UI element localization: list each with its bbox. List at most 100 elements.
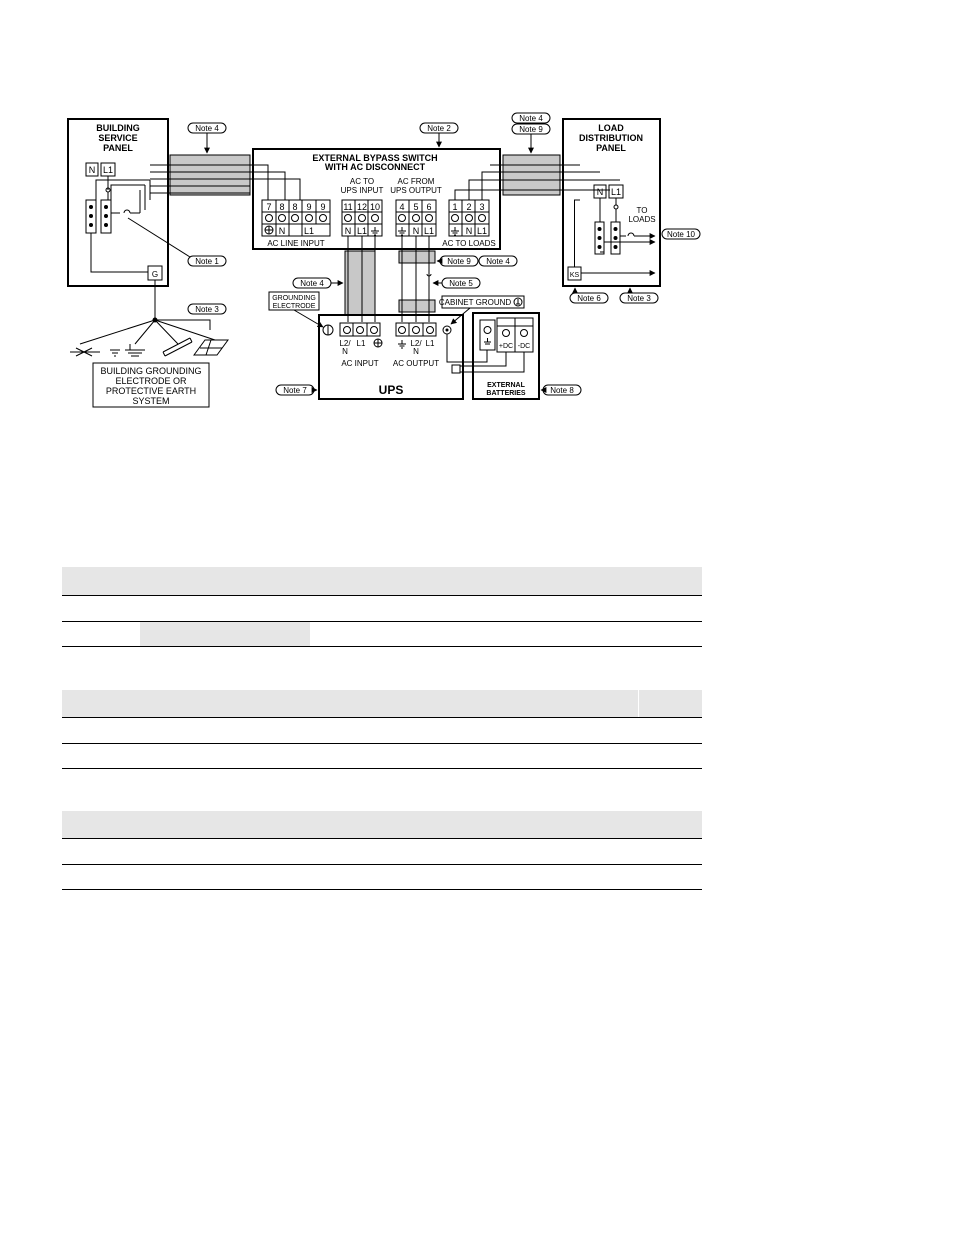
svg-text:8: 8 <box>292 202 297 212</box>
svg-text:L1: L1 <box>304 226 314 236</box>
svg-text:ELECTRODE OR: ELECTRODE OR <box>115 376 187 386</box>
svg-text:2: 2 <box>466 202 471 212</box>
svg-text:N: N <box>597 187 604 197</box>
conduit-3 <box>344 250 376 316</box>
building-service-panel: BUILDING SERVICE PANEL N L1 G <box>67 118 169 320</box>
ac-line-input-label: AC LINE INPUT <box>267 239 324 248</box>
svg-text:ELECTRODE: ELECTRODE <box>273 303 316 310</box>
svg-text:Note 9: Note 9 <box>447 257 471 266</box>
svg-text:Note 6: Note 6 <box>577 294 601 303</box>
svg-text:5: 5 <box>413 202 418 212</box>
table-1-row-2 <box>62 622 702 647</box>
svg-text:LOADS: LOADS <box>628 215 655 224</box>
svg-text:12: 12 <box>357 202 367 212</box>
svg-text:N: N <box>342 347 348 356</box>
svg-text:PANEL: PANEL <box>596 143 626 153</box>
svg-text:Note 4: Note 4 <box>486 257 510 266</box>
l1-bus-label: L1 <box>103 165 113 175</box>
svg-text:9: 9 <box>306 202 311 212</box>
ups-unit: L2/ N L1 AC INPUT L2/ N L1 AC OUTPUT UPS <box>318 314 464 400</box>
bypass-title-line1: EXTERNAL BYPASS SWITCH <box>312 153 437 163</box>
svg-text:Note 4: Note 4 <box>195 124 219 133</box>
svg-text:Note 3: Note 3 <box>627 294 651 303</box>
ups-label: UPS <box>379 383 404 397</box>
svg-text:6: 6 <box>426 202 431 212</box>
cabinet-ground-label: CABINET GROUND <box>439 298 512 307</box>
table-3-row-2 <box>62 865 702 890</box>
breaker-bar <box>100 199 112 234</box>
svg-text:EXTERNAL: EXTERNAL <box>487 382 525 389</box>
ac-to-loads-label: AC TO LOADS <box>442 239 496 248</box>
svg-text:L1: L1 <box>426 339 435 348</box>
svg-text:-DC: -DC <box>518 343 530 350</box>
svg-text:N: N <box>413 347 419 356</box>
svg-text:L1: L1 <box>357 226 367 236</box>
external-bypass-switch: EXTERNAL BYPASS SWITCH WITH AC DISCONNEC… <box>252 148 501 250</box>
svg-text:Note 10: Note 10 <box>667 230 696 239</box>
table-3-header <box>62 811 702 839</box>
svg-text:DISTRIBUTION: DISTRIBUTION <box>579 133 643 143</box>
terminal-block-line-input: 7 8 8 9 9 N L1 AC LINE INPUT <box>261 199 331 248</box>
svg-text:UPS INPUT: UPS INPUT <box>341 186 384 195</box>
table-3-row-1 <box>62 839 702 865</box>
svg-text:AC TO: AC TO <box>350 177 374 186</box>
external-batteries: +DC -DC EXTERNAL BATTERIES <box>472 312 540 400</box>
svg-text:SYSTEM: SYSTEM <box>132 396 169 406</box>
svg-text:N: N <box>279 226 286 236</box>
building-panel-line1: BUILDING <box>96 123 140 133</box>
svg-text:L2/: L2/ <box>339 339 351 348</box>
ground-g-label: G <box>152 270 158 279</box>
svg-text:Note 1: Note 1 <box>195 257 219 266</box>
conduit-1 <box>169 154 251 196</box>
svg-text:3: 3 <box>479 202 484 212</box>
svg-text:UPS OUTPUT: UPS OUTPUT <box>390 186 442 195</box>
note-callouts: Note 4 Note 2 Note 4 Note 9 Note 1 Note … <box>187 112 701 396</box>
svg-text:Note 4: Note 4 <box>519 114 543 123</box>
svg-text:GROUNDING: GROUNDING <box>272 295 316 302</box>
svg-text:BUILDING GROUNDING: BUILDING GROUNDING <box>100 366 201 376</box>
terminal-block-to-loads: 1 2 3 N L1 AC TO LOADS <box>442 199 496 248</box>
svg-text:4: 4 <box>399 202 404 212</box>
table-1-row-1 <box>62 596 702 622</box>
svg-text:Note 4: Note 4 <box>300 279 324 288</box>
ac-output-label: AC OUTPUT <box>393 359 439 368</box>
svg-text:N: N <box>466 226 473 236</box>
svg-text:Note 7: Note 7 <box>283 386 307 395</box>
svg-text:L1: L1 <box>424 226 434 236</box>
svg-text:LOAD: LOAD <box>598 123 624 133</box>
svg-text:Note 3: Note 3 <box>195 305 219 314</box>
table-2-row-2 <box>62 744 702 769</box>
svg-text:KS: KS <box>570 272 580 279</box>
building-panel-line2: SERVICE <box>98 133 137 143</box>
svg-text:10: 10 <box>370 202 380 212</box>
svg-text:8: 8 <box>279 202 284 212</box>
table-1-header <box>62 567 702 596</box>
ac-input-label: AC INPUT <box>341 359 378 368</box>
svg-text:L1: L1 <box>611 187 621 197</box>
neutral-bus-label: N <box>89 165 96 175</box>
terminal-block-ups-output: AC FROM UPS OUTPUT 4 5 6 N L1 <box>390 177 442 237</box>
svg-text:Note 5: Note 5 <box>449 279 473 288</box>
svg-text:L1: L1 <box>357 339 366 348</box>
table-2-row-1 <box>62 718 702 744</box>
neutral-bus-box <box>85 162 99 177</box>
svg-text:7: 7 <box>266 202 271 212</box>
conduit-2 <box>502 154 561 196</box>
table-1-highlight-cell <box>140 622 310 646</box>
svg-text:Note 8: Note 8 <box>550 386 574 395</box>
svg-text:Note 2: Note 2 <box>427 124 451 133</box>
svg-text:11: 11 <box>343 202 352 212</box>
svg-text:+DC: +DC <box>499 343 513 350</box>
building-panel-line3: PANEL <box>103 143 133 153</box>
table-2-header-divider <box>638 690 639 717</box>
svg-text:N: N <box>413 226 420 236</box>
svg-text:L1: L1 <box>477 226 487 236</box>
svg-text:BATTERIES: BATTERIES <box>486 390 525 397</box>
load-distribution-panel: LOAD DISTRIBUTION PANEL N L1 TO LOADS KS <box>562 118 660 287</box>
svg-text:1: 1 <box>452 202 457 212</box>
terminal-block-ups-input: AC TO UPS INPUT 11 12 10 N L1 <box>341 177 384 237</box>
svg-text:9: 9 <box>320 202 325 212</box>
bypass-title-line2: WITH AC DISCONNECT <box>325 162 426 172</box>
conduit-5 <box>398 299 436 313</box>
svg-text:PROTECTIVE EARTH: PROTECTIVE EARTH <box>106 386 196 396</box>
